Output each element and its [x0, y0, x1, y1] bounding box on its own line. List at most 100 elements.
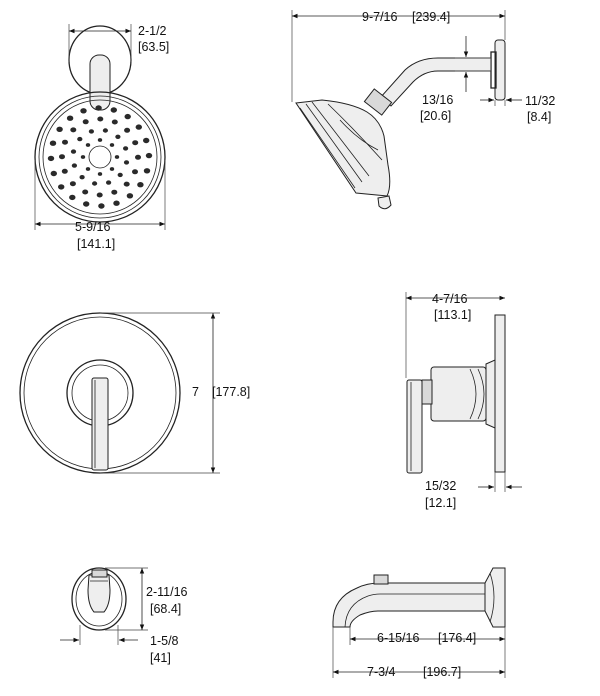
dim-trim-plate: 7 [177.8]	[100, 312, 250, 474]
nozzle	[111, 189, 118, 195]
dim-label-mm: [177.8]	[212, 385, 250, 399]
nozzle	[71, 163, 77, 168]
nozzle	[98, 203, 105, 209]
dim-label-frac: 1-5/8	[150, 634, 179, 648]
nozzle	[97, 138, 103, 142]
nozzle	[62, 139, 68, 145]
nozzle	[83, 201, 90, 207]
nozzle	[47, 155, 55, 162]
nozzle	[143, 137, 150, 144]
nozzle	[123, 181, 130, 187]
nozzle	[106, 180, 112, 185]
nozzle	[92, 181, 98, 186]
trim-plate-front-view	[19, 312, 181, 474]
dim-spout-length: 7-3/4 [196.7]	[332, 627, 506, 679]
dim-spout-height: 2-11/16 [68.4]	[105, 567, 188, 631]
nozzle	[110, 107, 118, 113]
dim-spout-width: 1-5/8 [41]	[60, 625, 179, 665]
nozzle-pattern	[47, 105, 153, 209]
nozzle	[132, 169, 138, 175]
dim-label-mm: [63.5]	[138, 40, 169, 54]
nozzle	[124, 113, 131, 120]
dim-label-mm: [113.1]	[434, 308, 471, 322]
dim-label-mm: [176.4]	[438, 631, 476, 645]
nozzle	[82, 189, 89, 195]
nozzle	[77, 136, 83, 142]
nozzle	[80, 155, 86, 159]
nozzle	[97, 172, 103, 176]
dim-label-mm: [141.1]	[77, 237, 115, 251]
nozzle	[85, 143, 91, 147]
dim-label-mm: [68.4]	[150, 602, 181, 616]
dim-label-mm: [196.7]	[423, 665, 461, 679]
nozzle	[145, 152, 153, 159]
dim-label-frac: 2-11/16	[146, 585, 188, 599]
dim-valve-depth: 4-7/16 [113.1]	[405, 292, 505, 378]
nozzle	[59, 154, 65, 160]
nozzle	[85, 167, 91, 171]
nozzle	[132, 140, 139, 146]
nozzle	[109, 167, 115, 171]
nozzle	[69, 181, 76, 187]
dim-label-frac: 9-7/16	[362, 10, 397, 24]
nozzle	[88, 129, 94, 134]
nozzle	[124, 127, 131, 133]
nozzle	[80, 108, 87, 114]
dim-label-frac: 6-15/16	[377, 631, 419, 645]
dim-label-mm: [239.4]	[412, 10, 450, 24]
dim-showerhead-diameter: 5-9/16 [141.1]	[34, 160, 166, 251]
dim-label-frac: 15/32	[425, 479, 456, 493]
nozzle	[126, 193, 134, 199]
nozzle	[97, 116, 104, 122]
nozzle	[69, 194, 76, 201]
dim-label-frac: 13/16	[422, 93, 453, 107]
dim-label-mm: [41]	[150, 651, 171, 665]
dim-label-mm: [12.1]	[425, 496, 456, 510]
dim-label-frac: 2-1/2	[138, 24, 167, 38]
nozzle	[49, 140, 57, 146]
dim-spout-reach: 6-15/16 [176.4]	[349, 627, 506, 645]
nozzle	[113, 200, 120, 206]
dim-label-frac: 11/32	[525, 94, 555, 108]
dim-label-frac: 4-7/16	[432, 292, 467, 306]
showerhead-side-view	[295, 39, 506, 210]
nozzle	[123, 146, 129, 151]
dim-label-mm: [20.6]	[420, 109, 451, 123]
dim-showerhead-projection: 9-7/16 [239.4]	[291, 10, 506, 102]
nozzle	[143, 168, 151, 174]
nozzle	[123, 160, 130, 165]
nozzle	[109, 143, 115, 147]
nozzle	[56, 126, 63, 132]
nozzle	[82, 119, 89, 125]
dim-showerhead-arm: 2-1/2 [63.5]	[68, 24, 169, 62]
nozzle	[50, 170, 57, 177]
nozzle	[96, 192, 103, 198]
nozzle	[135, 154, 141, 160]
valve-side-view	[406, 314, 506, 474]
spout-front-view	[71, 567, 127, 631]
nozzle	[111, 119, 118, 125]
nozzle	[135, 124, 142, 130]
nozzle	[117, 172, 123, 178]
nozzle	[66, 115, 74, 121]
dim-showerhead-flange: 11/32 [8.4]	[480, 94, 555, 124]
dim-label-frac: 7-3/4	[367, 665, 396, 679]
showerhead-front-view	[34, 25, 166, 223]
dim-showerhead-drop: 13/16 [20.6]	[420, 36, 491, 123]
nozzle	[114, 155, 120, 159]
nozzle	[115, 134, 121, 139]
nozzle	[79, 175, 85, 180]
nozzle	[70, 149, 77, 154]
dim-label-frac: 5-9/16	[75, 220, 110, 234]
dim-valve-plate: 15/32 [12.1]	[425, 472, 522, 510]
nozzle	[61, 168, 68, 174]
nozzle	[95, 105, 102, 111]
nozzle	[137, 182, 144, 188]
dim-label-mm: [8.4]	[527, 110, 551, 124]
nozzle	[102, 128, 108, 133]
nozzle	[70, 127, 77, 133]
dim-label-frac: 7	[192, 385, 199, 399]
spout-side-view	[332, 567, 506, 628]
nozzle	[58, 184, 65, 190]
